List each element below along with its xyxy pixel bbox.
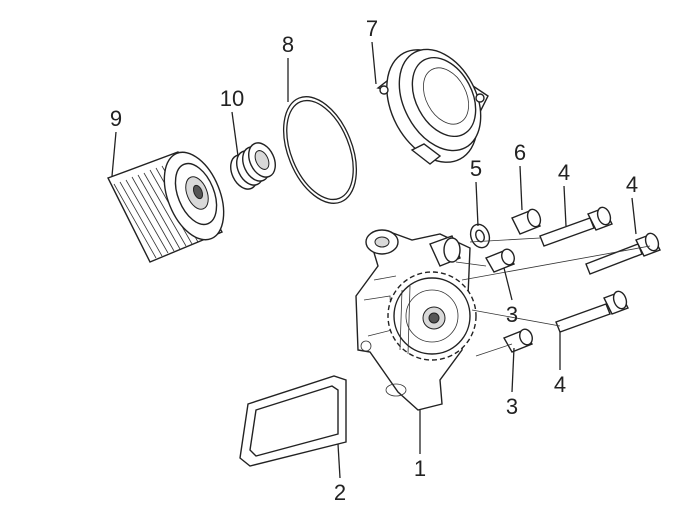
- callout-4-upper: 4: [558, 160, 570, 185]
- callout-4-right: 4: [626, 172, 638, 197]
- spacer-sleeve-part: [511, 208, 542, 235]
- callout-4-lower: 4: [554, 372, 566, 397]
- filter-cover-part: [376, 48, 489, 165]
- washer-part: [469, 223, 491, 249]
- o-ring-part: [283, 96, 357, 204]
- assembly-lines: [455, 237, 651, 357]
- callout-6: 6: [514, 140, 526, 165]
- bolt-lower-part: [555, 290, 629, 333]
- callout-labels: 9 10 8 7 5 6 4 4 3 3 4 1 2: [110, 16, 638, 505]
- callout-2: 2: [334, 480, 346, 505]
- callout-10: 10: [220, 86, 244, 111]
- bolt-middle-part: [585, 232, 661, 275]
- callout-7: 7: [366, 16, 378, 41]
- leader-lines: [111, 41, 637, 479]
- bolt-upper-part: [539, 206, 613, 247]
- oil-pump-body-part: [355, 229, 477, 411]
- callout-9: 9: [110, 106, 122, 131]
- callout-5: 5: [470, 156, 482, 181]
- callout-1: 1: [414, 456, 426, 481]
- oil-filter-part: [107, 151, 225, 263]
- spring-part: [230, 142, 276, 190]
- dowel-pin-lower-part: [502, 328, 534, 353]
- callout-8: 8: [282, 32, 294, 57]
- callout-3-upper: 3: [506, 302, 518, 327]
- pump-gear: [387, 271, 477, 361]
- gasket-part: [239, 375, 347, 467]
- callout-3-lower: 3: [506, 394, 518, 419]
- dowel-pin-upper-part: [484, 248, 516, 273]
